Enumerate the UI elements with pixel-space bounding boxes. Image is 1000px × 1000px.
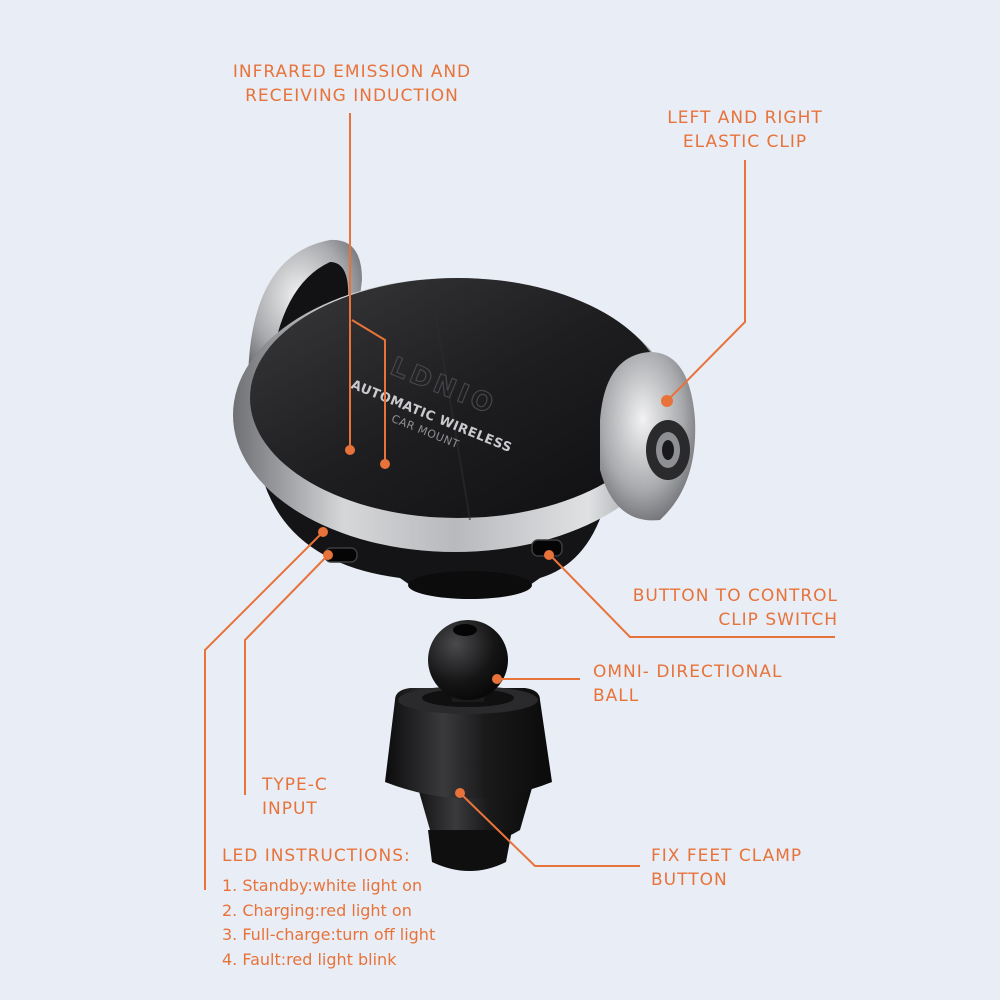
charger-head — [233, 239, 696, 599]
led-item: 4. Fault:red light blink — [222, 949, 397, 969]
led-item: 2. Charging:red light on — [222, 900, 412, 920]
label-fix-feet: FIX FEET CLAMP BUTTON — [651, 846, 803, 890]
label-elastic-clip: LEFT AND RIGHT ELASTIC CLIP — [667, 108, 823, 152]
led-instructions-title: LED INSTRUCTIONS: — [222, 846, 411, 866]
label-infrared: INFRARED EMISSION AND RECEIVING INDUCTIO… — [232, 62, 472, 106]
callout-lines — [204, 113, 835, 890]
vent-clip-mount — [385, 620, 552, 871]
label-type-c: TYPE-C INPUT — [262, 775, 328, 819]
led-instructions-list: 1. Standby:white light on 2. Charging:re… — [222, 874, 435, 972]
callout-dots — [318, 395, 673, 798]
led-item: 1. Standby:white light on — [222, 876, 423, 895]
label-omni-ball: OMNI- DIRECTIONAL BALL — [593, 662, 783, 706]
led-item: 3. Full-charge:turn off light — [222, 925, 436, 944]
label-button-control: BUTTON TO CONTROL CLIP SWITCH — [632, 586, 838, 630]
